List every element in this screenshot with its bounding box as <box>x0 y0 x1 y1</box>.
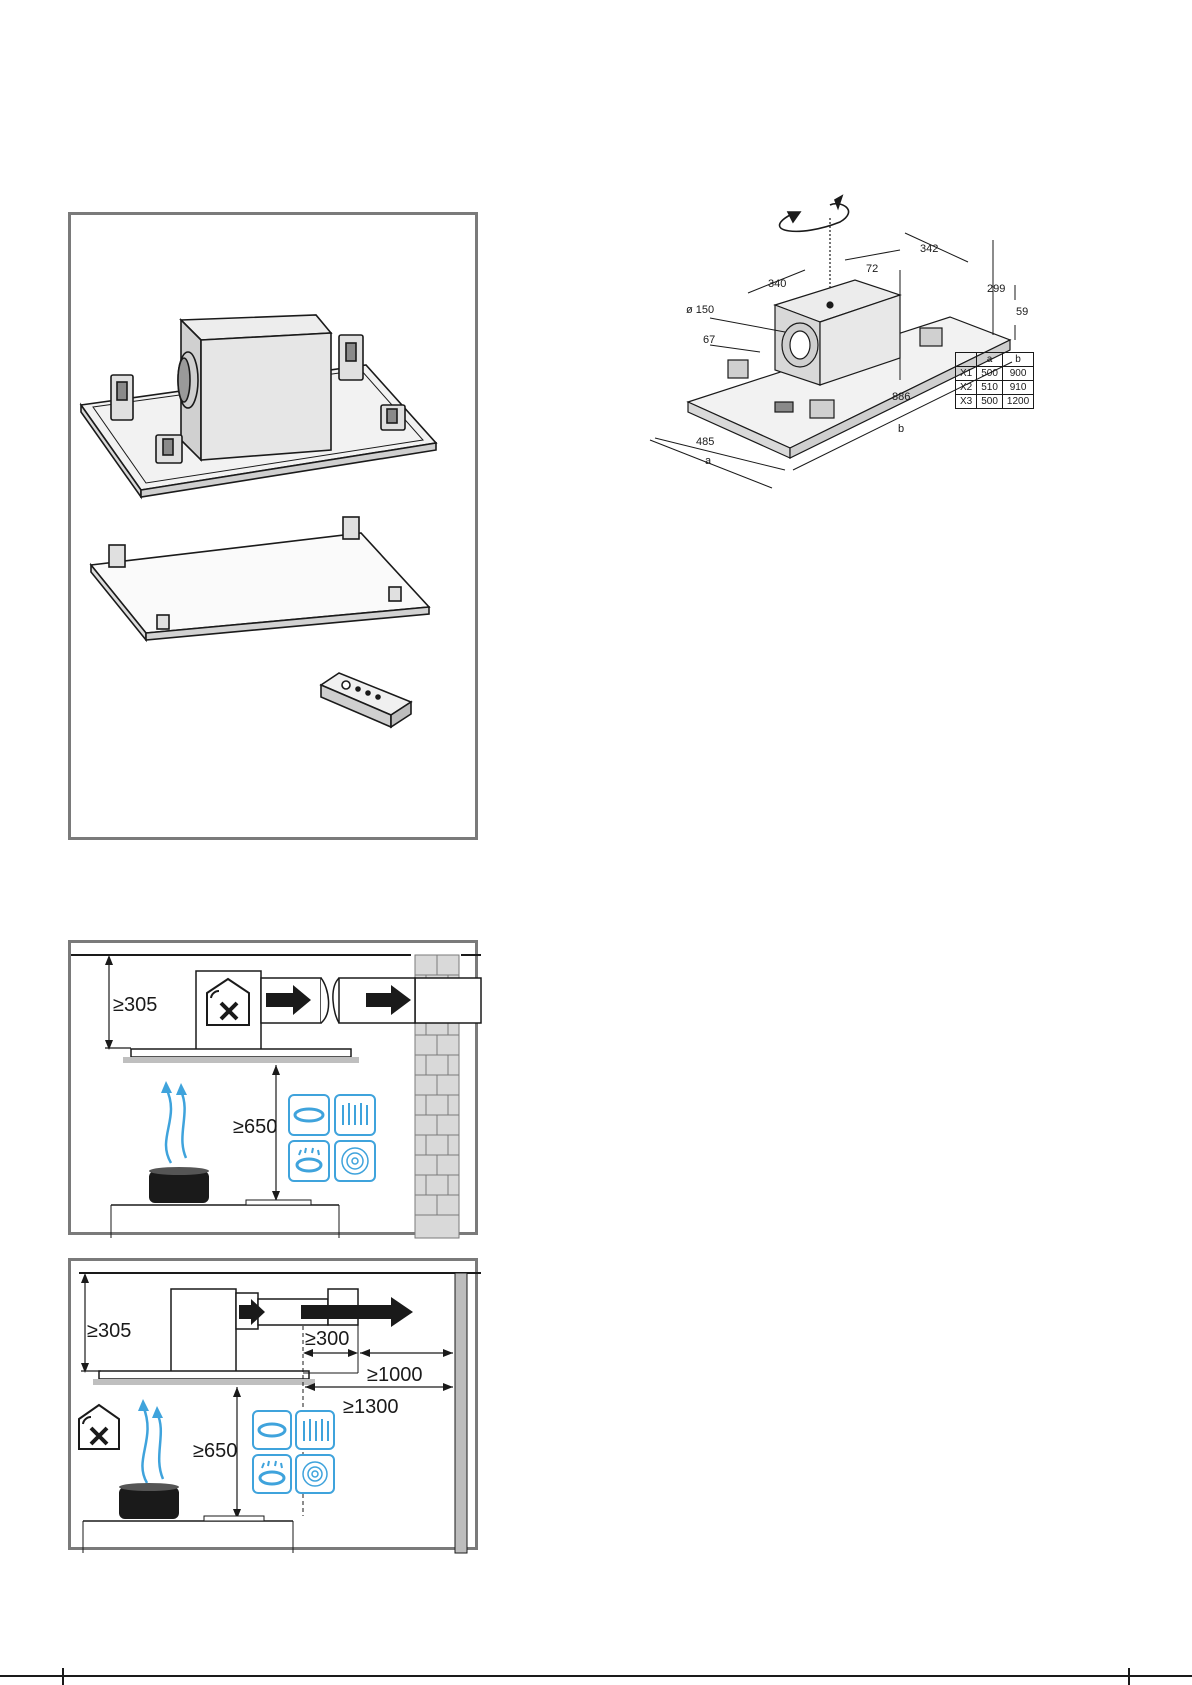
glass-panel-illustration <box>91 517 429 640</box>
dim-b: b <box>898 423 904 435</box>
top-clearance-label: ≥305 <box>113 994 157 1016</box>
hood-side-view <box>123 971 415 1063</box>
dim-59: 59 <box>1016 306 1028 318</box>
dim-485: 485 <box>696 436 714 448</box>
pipe-clearance-label: ≥300 <box>305 1328 349 1350</box>
remote-control-illustration <box>321 673 411 727</box>
install-ceiling-duct-diagram: ≥305 ≥300 ≥1000 ≥1300 ≥650 <box>71 1261 481 1553</box>
table-cell: X1 <box>956 367 977 381</box>
table-row: X1 500 900 <box>956 367 1034 381</box>
hob-type-icons <box>289 1095 375 1181</box>
dim-diameter-150: ø 150 <box>686 304 714 316</box>
table-cell: 500 <box>977 395 1003 409</box>
dim-340: 340 <box>768 278 786 290</box>
electric-hob-icon <box>289 1095 329 1135</box>
radiant-hob-icon <box>335 1095 375 1135</box>
dimension-table: a b X1 500 900 X2 510 910 X3 500 1200 <box>955 352 1034 409</box>
table-cell: 900 <box>1002 367 1033 381</box>
steam-icon <box>161 1081 187 1163</box>
table-header-row: a b <box>956 353 1034 367</box>
induction-icon <box>335 1141 375 1181</box>
footer-tick <box>62 1668 64 1685</box>
gas-burner-icon <box>253 1455 291 1493</box>
cooking-pot-icon <box>119 1483 179 1519</box>
table-row: X2 510 910 <box>956 381 1034 395</box>
install-panel-wall-duct: ≥305 ≥650 <box>68 940 478 1235</box>
table-header <box>956 353 977 367</box>
steam-icon <box>138 1399 163 1483</box>
dim-67: 67 <box>703 334 715 346</box>
table-cell: 510 <box>977 381 1003 395</box>
table-header: b <box>1002 353 1033 367</box>
table-cell: 910 <box>1002 381 1033 395</box>
table-cell: X3 <box>956 395 977 409</box>
install-wall-duct-diagram: ≥305 ≥650 <box>71 943 481 1238</box>
table-cell: 1200 <box>1002 395 1033 409</box>
dim-299: 299 <box>987 283 1005 295</box>
footer-rule <box>0 1675 1192 1677</box>
rotation-arrow-icon <box>780 196 849 231</box>
table-header: a <box>977 353 1003 367</box>
dim-72: 72 <box>866 263 878 275</box>
cooking-pot-icon <box>149 1167 209 1203</box>
dim-886: 886 <box>892 391 910 403</box>
table-cell: 500 <box>977 367 1003 381</box>
install-panel-ceiling-duct: ≥305 ≥300 ≥1000 ≥1300 ≥650 <box>68 1258 478 1550</box>
dim-342: 342 <box>920 243 938 255</box>
electric-hob-icon <box>253 1411 291 1449</box>
wall-clearance-1300-label: ≥1300 <box>343 1396 398 1418</box>
radiant-hob-icon <box>296 1411 334 1449</box>
table-row: X3 500 1200 <box>956 395 1034 409</box>
wall-clearance-1000-label: ≥1000 <box>367 1364 422 1386</box>
cooktop-clearance-label: ≥650 <box>233 1116 277 1138</box>
top-clearance-label: ≥305 <box>87 1320 131 1342</box>
dim-a: a <box>705 455 712 467</box>
dimension-drawing: 342 72 340 299 59 ø 150 67 886 485 a b <box>0 0 1192 500</box>
cooktop-clearance-label: ≥650 <box>193 1440 237 1462</box>
footer-tick <box>1128 1668 1130 1685</box>
no-ventilation-house-icon <box>79 1405 119 1449</box>
gas-burner-icon <box>289 1141 329 1181</box>
induction-icon <box>296 1455 334 1493</box>
table-cell: X2 <box>956 381 977 395</box>
hob-type-icons <box>253 1411 334 1493</box>
